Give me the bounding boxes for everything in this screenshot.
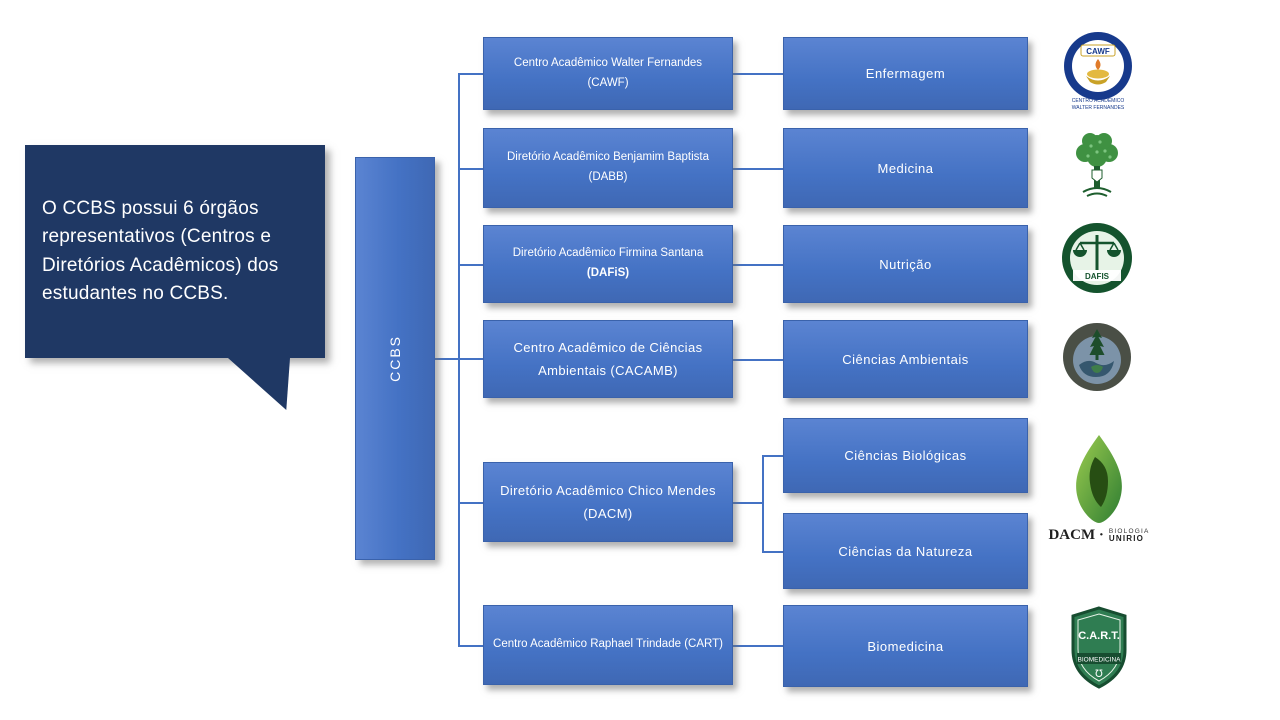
svg-text:CAWF: CAWF bbox=[1086, 47, 1110, 56]
dacm-logo-graphic bbox=[1076, 435, 1122, 523]
course-box-ciencias-biologicas: Ciências Biológicas bbox=[783, 418, 1028, 493]
callout-bubble: O CCBS possui 6 órgãos representativos (… bbox=[25, 145, 325, 358]
connector-line bbox=[762, 455, 764, 552]
connector-line bbox=[458, 73, 460, 646]
course-box-ciencias-ambientais: Ciências Ambientais bbox=[783, 320, 1028, 398]
unit-box-dabb: Diretório Acadêmico Benjamim Baptista (D… bbox=[483, 128, 733, 208]
cart-shield-logo-icon: C.A.R.T. BIOMEDICINA ℧ bbox=[1064, 605, 1134, 691]
svg-text:WALTER FERNANDES: WALTER FERNANDES bbox=[1072, 105, 1125, 111]
unit-label: Centro Acadêmico Raphael Trindade (CART) bbox=[493, 638, 723, 651]
svg-text:CENTRO ACADÊMICO: CENTRO ACADÊMICO bbox=[1072, 96, 1125, 104]
unit-label: Diretório Acadêmico Benjamim Baptista (D… bbox=[507, 151, 709, 183]
course-label: Ciências Ambientais bbox=[842, 351, 969, 367]
connector-line bbox=[762, 455, 783, 457]
unit-box-cawf: Centro Acadêmico Walter Fernandes (CAWF) bbox=[483, 37, 733, 110]
unit-label: Diretório Acadêmico Firmina Santana bbox=[512, 247, 704, 260]
connector-line bbox=[733, 359, 783, 361]
dafis-scales-logo-icon: DAFIS bbox=[1060, 220, 1134, 296]
svg-text:℧: ℧ bbox=[1095, 669, 1103, 680]
callout-tail bbox=[228, 358, 290, 410]
course-label: Biomedicina bbox=[867, 638, 944, 654]
connector-line bbox=[733, 645, 783, 647]
connector-line bbox=[733, 264, 783, 266]
course-box-enfermagem: Enfermagem bbox=[783, 37, 1028, 110]
dacm-leaf-logo-icon: DACM · BIOLOGIA UNIRIO bbox=[1048, 433, 1150, 544]
connector-line bbox=[458, 645, 483, 647]
dacm-logo-text: DACM · BIOLOGIA UNIRIO bbox=[1048, 527, 1149, 544]
cawf-logo-graphic: CAWF CENTRO ACADÊMICO WALTER FERNANDES bbox=[1064, 32, 1132, 111]
unit-box-dacm: Diretório Acadêmico Chico Mendes (DACM) bbox=[483, 462, 733, 542]
callout-text: O CCBS possui 6 órgãos representativos (… bbox=[42, 197, 279, 305]
course-label: Ciências da Natureza bbox=[838, 543, 973, 559]
cacamb-logo-graphic bbox=[1063, 323, 1131, 391]
connector-line bbox=[733, 168, 783, 170]
course-box-medicina: Medicina bbox=[783, 128, 1028, 208]
dacm-acronym: DACM · bbox=[1048, 527, 1104, 543]
ccbs-root-box: CCBS bbox=[355, 157, 435, 560]
svg-text:BIOMEDICINA: BIOMEDICINA bbox=[1078, 657, 1122, 664]
course-label: Medicina bbox=[877, 160, 934, 176]
cawf-logo-icon: CAWF CENTRO ACADÊMICO WALTER FERNANDES bbox=[1059, 30, 1137, 114]
connector-line bbox=[458, 168, 483, 170]
course-label: Nutrição bbox=[879, 256, 932, 272]
svg-text:C.A.R.T.: C.A.R.T. bbox=[1078, 630, 1120, 642]
course-label: Ciências Biológicas bbox=[844, 448, 967, 463]
dafis-logo-graphic: DAFIS bbox=[1062, 223, 1132, 293]
cart-logo-graphic: C.A.R.T. BIOMEDICINA ℧ bbox=[1071, 606, 1127, 689]
dabb-logo-graphic bbox=[1076, 133, 1118, 197]
unit-label: Diretório Acadêmico Chico Mendes (DACM) bbox=[500, 482, 716, 521]
unit-box-cacamb: Centro Acadêmico de Ciências Ambientais … bbox=[483, 320, 733, 398]
connector-line bbox=[733, 502, 762, 504]
unit-label: Centro Acadêmico de Ciências Ambientais … bbox=[513, 339, 703, 378]
dabb-tree-logo-icon bbox=[1067, 130, 1127, 206]
unit-box-dafis: Diretório Acadêmico Firmina Santana (DAF… bbox=[483, 225, 733, 303]
connector-line bbox=[733, 73, 783, 75]
svg-text:DAFIS: DAFIS bbox=[1085, 272, 1110, 281]
course-label: Enfermagem bbox=[865, 66, 946, 81]
course-box-nutricao: Nutrição bbox=[783, 225, 1028, 303]
course-box-biomedicina: Biomedicina bbox=[783, 605, 1028, 687]
unit-box-cart: Centro Acadêmico Raphael Trindade (CART) bbox=[483, 605, 733, 685]
connector-line bbox=[458, 502, 483, 504]
connector-line bbox=[458, 264, 483, 266]
unit-label: Centro Acadêmico Walter Fernandes (CAWF) bbox=[513, 56, 703, 89]
unit-label-bold: (DAFiS) bbox=[586, 267, 630, 279]
course-box-ciencias-da-natureza: Ciências da Natureza bbox=[783, 513, 1028, 589]
dacm-caption: BIOLOGIA UNIRIO bbox=[1108, 527, 1150, 543]
connector-line bbox=[762, 551, 783, 553]
connector-line bbox=[458, 73, 483, 75]
ccbs-label: CCBS bbox=[387, 335, 403, 382]
cacamb-globe-logo-icon bbox=[1061, 321, 1133, 393]
